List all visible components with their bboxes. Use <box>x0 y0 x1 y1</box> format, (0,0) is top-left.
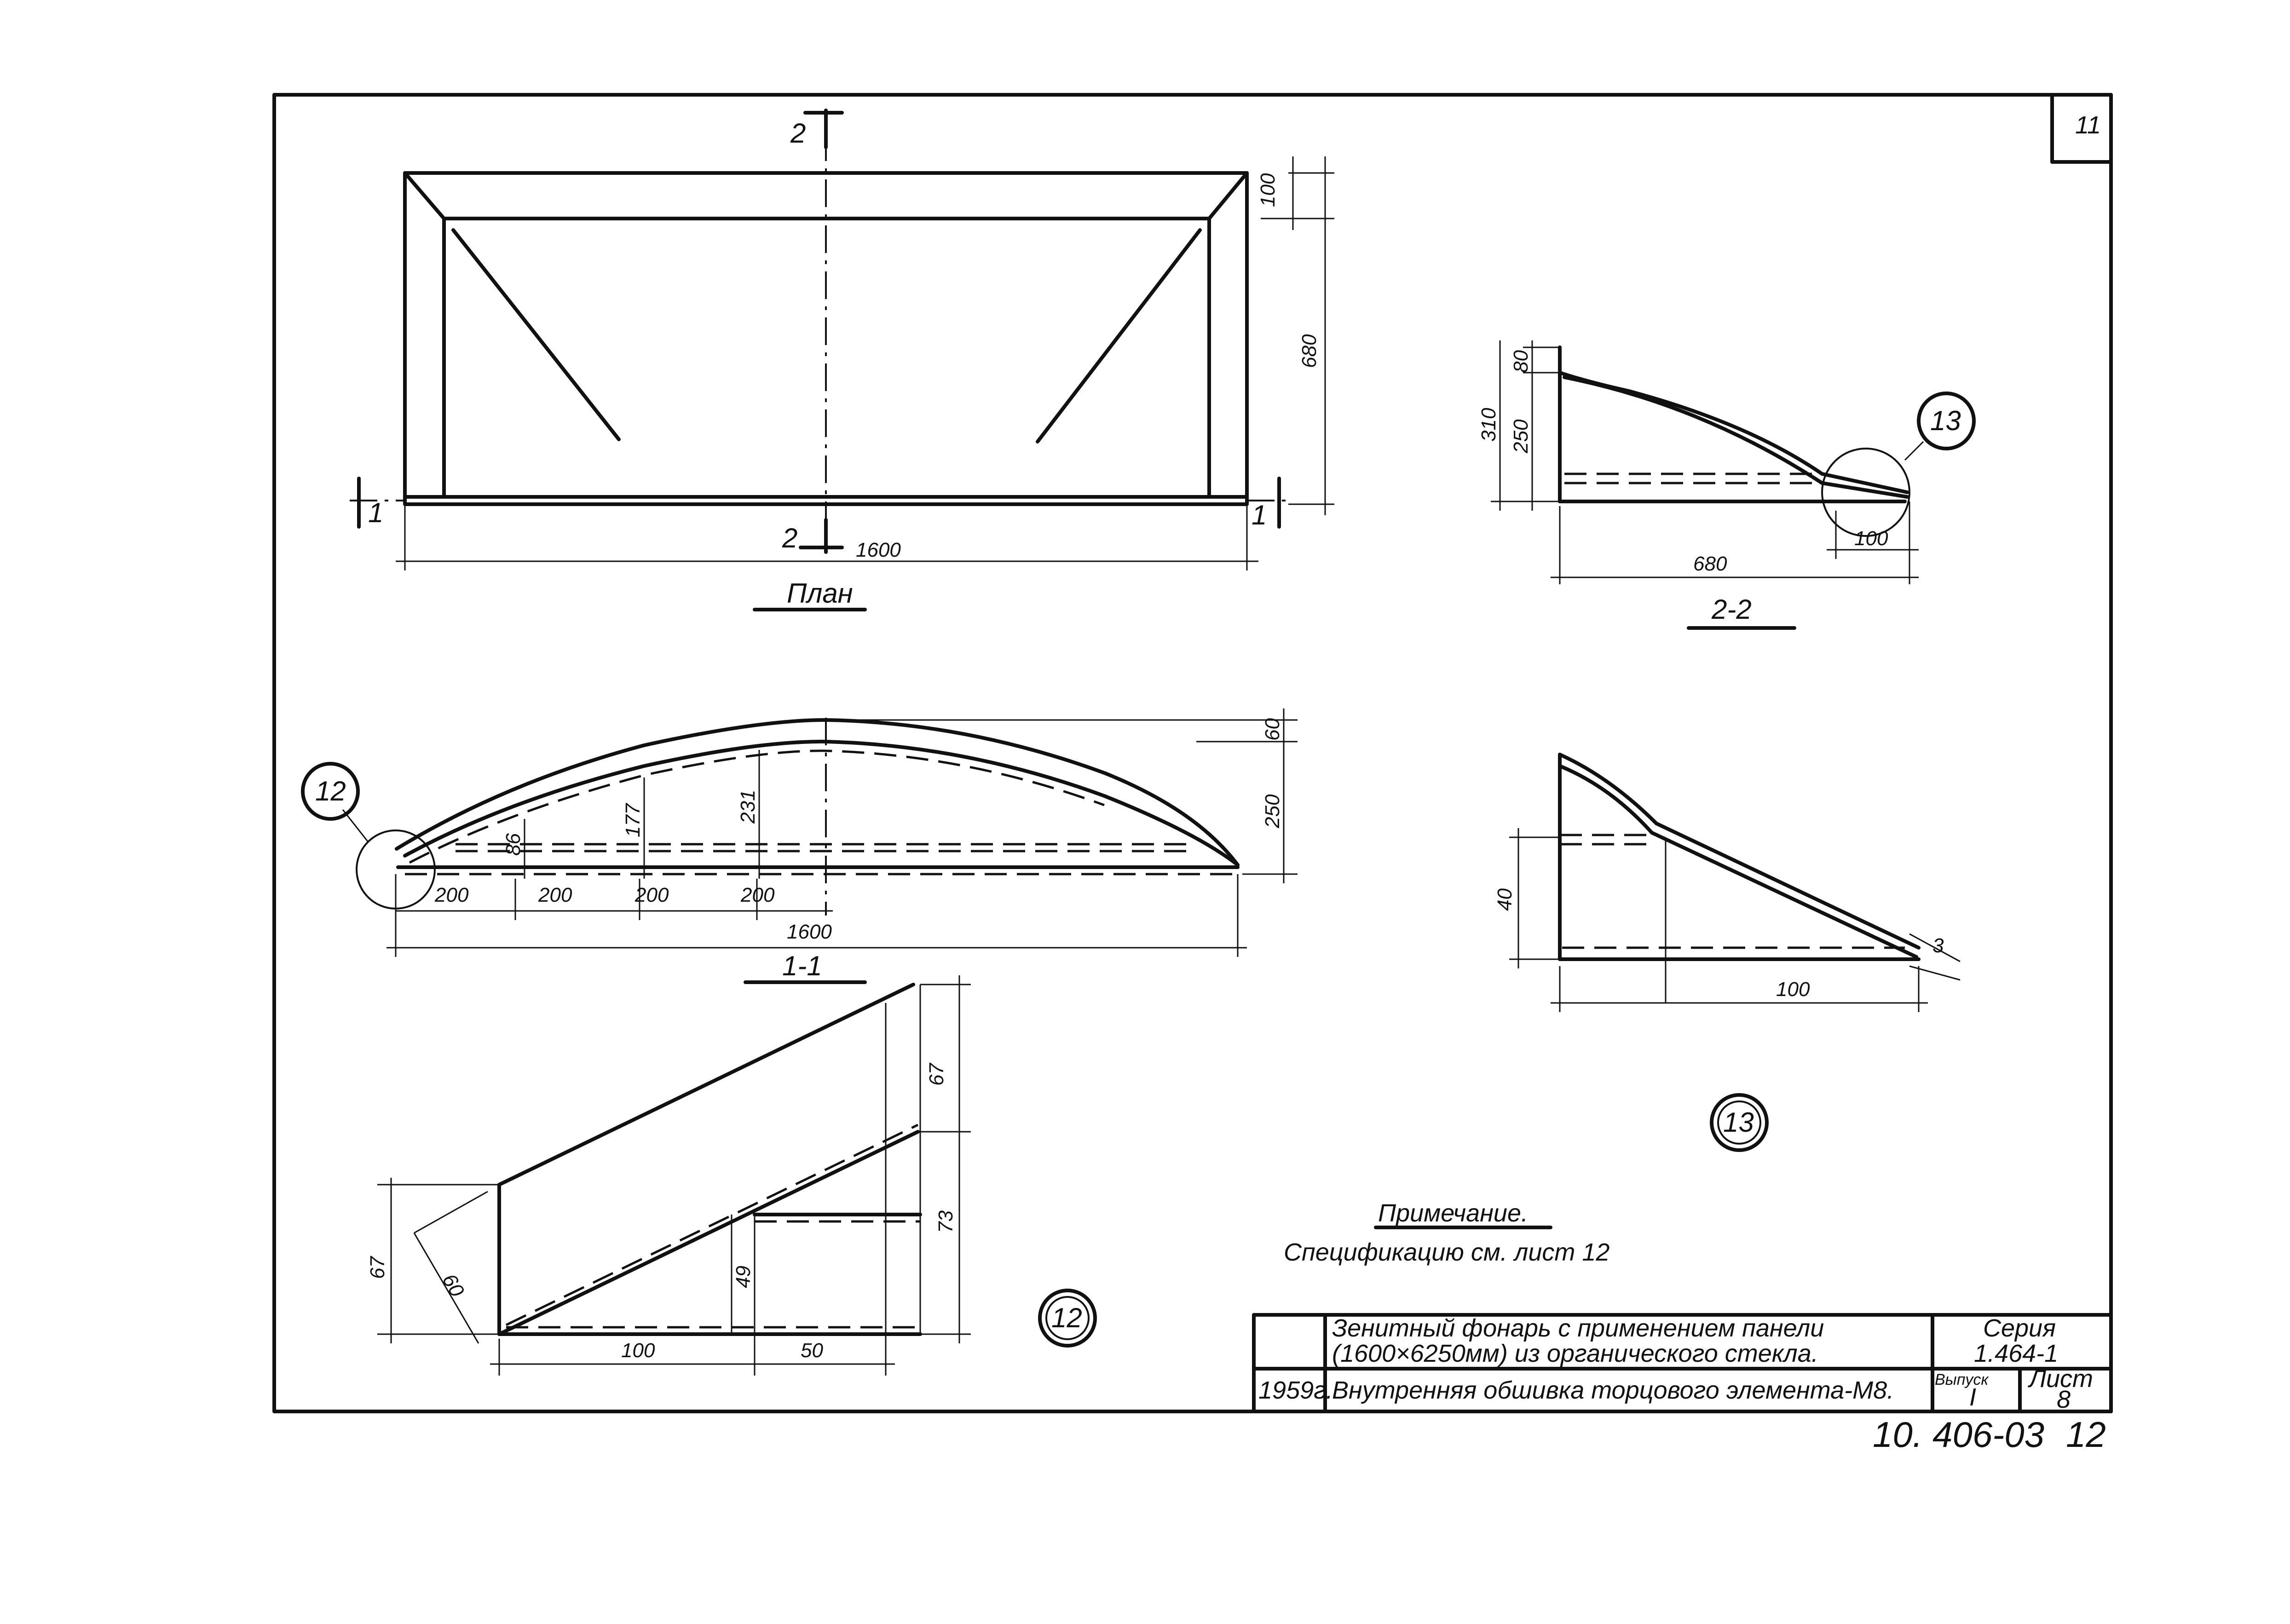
section-1-1-dim-1: 200 <box>538 884 572 906</box>
section-1-1-dim-total: 1600 <box>787 921 832 943</box>
plan-section-mark-1-left: 1 <box>368 497 383 528</box>
section-1-1-callout: 12 <box>315 776 346 806</box>
detail-12-dim-100: 100 <box>621 1339 655 1362</box>
section-2-2-callout-circle <box>1917 392 1976 450</box>
section-1-1-dim-2: 200 <box>635 884 669 906</box>
title-sheet-value: 8 <box>2057 1386 2071 1413</box>
section-2-2-callout: 13 <box>1930 405 1961 436</box>
section-1-1-detail-circle <box>356 829 436 910</box>
detail-12-label: 12 <box>1051 1302 1082 1333</box>
plan-view: 2 2 1 1 1600 100 680 План <box>350 109 1334 611</box>
detail-12-dim-60: 60 <box>438 1270 468 1301</box>
detail-12-label-circle <box>1038 1289 1097 1348</box>
title-issue-value: I <box>1969 1383 1976 1411</box>
detail-12-dim-73: 73 <box>934 1210 957 1233</box>
sheet-frame <box>272 93 2113 1413</box>
section-1-1-title: 1-1 <box>782 950 822 981</box>
title-sheet-label: Лист <box>2028 1365 2093 1393</box>
note-block: Примечание. Спецификацию см. лист 12 <box>1284 1199 1609 1266</box>
detail-12-view: 67 60 49 67 73 100 50 12 <box>366 975 1097 1376</box>
detail-13-dim-100: 100 <box>1776 978 1810 1001</box>
title-series-value: 1.464-1 <box>1974 1340 2058 1367</box>
note-heading: Примечание. <box>1378 1199 1528 1227</box>
corner-number: 11 <box>2075 111 2101 139</box>
section-2-2-dim-310: 310 <box>1477 408 1500 442</box>
section-2-2-dim-100: 100 <box>1854 527 1888 550</box>
title-line-3: Внутренняя обшивка торцового элемента-М8… <box>1332 1376 1894 1404</box>
section-1-1-dim-250: 250 <box>1261 794 1284 829</box>
note-text: Спецификацию см. лист 12 <box>1284 1238 1609 1266</box>
section-1-1-height-1: 177 <box>622 803 644 837</box>
section-1-1-callout-circle <box>301 762 360 821</box>
detail-13-dim-3: 3 <box>1932 934 1944 957</box>
section-1-1-view: 86 177 231 200 200 200 200 1600 60 250 1… <box>301 708 1298 984</box>
detail-13-label: 13 <box>1723 1107 1754 1138</box>
detail-12-dim-49: 49 <box>732 1266 755 1288</box>
title-year: 1959г. <box>1258 1376 1333 1404</box>
title-block: Зенитный фонарь с применением панели (16… <box>1252 1313 2113 1413</box>
section-1-1-dim-60: 60 <box>1261 718 1284 741</box>
title-line-1: Зенитный фонарь с применением панели <box>1332 1314 1824 1342</box>
section-2-2-detail-circle <box>1821 448 1910 537</box>
plan-title: План <box>787 578 853 609</box>
section-1-1-height-0: 86 <box>502 833 525 856</box>
plan-section-mark-1-right: 1 <box>1252 500 1267 530</box>
section-2-2-dim-680: 680 <box>1693 553 1727 575</box>
detail-12-dim-67-right: 67 <box>925 1063 948 1086</box>
page-number: 12 <box>2066 1414 2106 1455</box>
section-2-2-dim-80: 80 <box>1510 350 1532 373</box>
plan-section-mark-2-top: 2 <box>790 118 806 149</box>
title-series-label: Серия <box>1983 1314 2056 1342</box>
section-2-2-view: 13 80 250 310 100 680 2-2 <box>1477 340 1976 630</box>
detail-12-dim-67-left: 67 <box>366 1256 389 1279</box>
section-1-1-height-2: 231 <box>737 790 759 824</box>
title-line-2: (1600×6250мм) из органического стекла. <box>1332 1340 1818 1367</box>
title-issue-label: Выпуск <box>1935 1371 1989 1388</box>
plan-dim-depth: 680 <box>1298 334 1321 368</box>
doc-code: 10. 406-03 <box>1873 1414 2044 1455</box>
section-2-2-title: 2-2 <box>1711 594 1752 625</box>
detail-12-dim-50: 50 <box>801 1339 823 1362</box>
detail-13-dim-40: 40 <box>1494 888 1516 911</box>
section-1-1-dim-3: 200 <box>740 884 775 906</box>
detail-13-view: 40 100 3 13 <box>1494 753 1961 1152</box>
section-2-2-dim-250: 250 <box>1510 419 1532 454</box>
plan-dim-width: 1600 <box>856 539 901 561</box>
section-1-1-dim-0: 200 <box>434 884 469 906</box>
corner-number-box <box>2050 93 2113 164</box>
plan-dim-frame: 100 <box>1257 173 1279 207</box>
plan-section-mark-2-bottom: 2 <box>782 523 797 553</box>
detail-13-label-circle <box>1710 1093 1769 1152</box>
